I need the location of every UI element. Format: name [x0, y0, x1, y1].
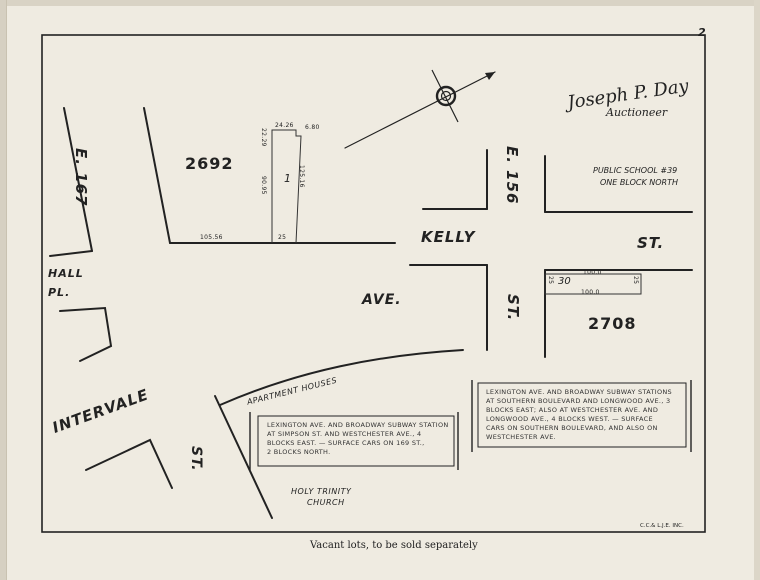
- transit-note-right-line: LEXINGTON AVE. AND BROADWAY SUBWAY STATI…: [486, 388, 672, 396]
- transit-box-right: [471, 380, 692, 452]
- block-number-left: 2692: [185, 154, 234, 173]
- lot-1-frontage: 105.56: [200, 234, 223, 241]
- transit-note-left-line: LEXINGTON AVE. AND BROADWAY SUBWAY STATI…: [267, 421, 449, 429]
- lot-30-dim-top: 100.0: [583, 269, 602, 276]
- transit-note-right-line: WESTCHESTER AVE.: [486, 433, 557, 441]
- intervale-north-curve: [219, 349, 464, 406]
- transit-note-right-line: AT SOUTHERN BOULEVARD AND LONGWOOD AVE.,…: [486, 397, 671, 405]
- lot-30-dim-left: 25: [547, 276, 554, 285]
- school-note-line1: PUBLIC SCHOOL #39: [593, 166, 678, 175]
- street-st-mid: ST.: [504, 294, 522, 322]
- auctioneer-title: Auctioneer: [606, 106, 668, 119]
- compass-arrow-line: [344, 71, 496, 149]
- lot-30-dim-right: 25: [632, 276, 639, 285]
- e167-east-line: [143, 107, 171, 244]
- lot-1-outline: [271, 129, 302, 244]
- street-e167: E. 167: [72, 148, 90, 207]
- school-note-line2: ONE BLOCK NORTH: [600, 178, 678, 187]
- transit-note-left-line: BLOCKS EAST. — SURFACE CARS ON 169 ST.,: [267, 439, 425, 447]
- page-number: 2: [698, 26, 707, 39]
- lot-1-number: 1: [284, 172, 291, 185]
- transit-note-left-line: AT SIMPSON ST. AND WESTCHESTER AVE., 4: [267, 430, 422, 438]
- intervale-south-block: [85, 438, 173, 489]
- page-top-edge: [0, 0, 760, 6]
- lot-1-dim-left: 90.95: [260, 176, 267, 195]
- st-bottom-line: [214, 395, 273, 519]
- binding-edge: [0, 0, 7, 580]
- e167-west-line: [63, 107, 93, 252]
- page-caption: Vacant lots, to be sold separately: [310, 540, 478, 551]
- lot-1-dim-top: 24.26: [275, 122, 294, 129]
- lot-30-dim-bottom: 100.0: [581, 289, 600, 296]
- church-line2: CHURCH: [307, 498, 345, 507]
- street-st-right: ST.: [637, 234, 665, 252]
- map-border: [41, 34, 706, 533]
- street-kelly: KELLY: [421, 228, 476, 246]
- street-ave: AVE.: [362, 292, 402, 308]
- hall-pl-south-block: [59, 306, 113, 362]
- publisher-mark: C.C.& L.J.E. INC.: [640, 523, 684, 529]
- transit-box-left: [249, 412, 459, 470]
- church-line1: HOLY TRINITY: [291, 487, 352, 496]
- lot-1-dim-right: 125.16: [298, 165, 305, 188]
- hall-pl-north-line: [49, 250, 93, 257]
- block-number-right: 2708: [588, 314, 637, 333]
- transit-note-right: LEXINGTON AVE. AND BROADWAY SUBWAY STATI…: [486, 388, 672, 442]
- lot-1-dim-top-right: 6.80: [305, 124, 320, 131]
- street-e156: E. 156: [503, 146, 521, 205]
- street-hall: HALL: [48, 267, 84, 280]
- transit-note-right-line: LONGWOOD AVE., 4 BLOCKS WEST. — SURFACE: [486, 415, 653, 423]
- transit-note-right-line: BLOCKS EAST; ALSO AT WESTCHESTER AVE. AN…: [486, 406, 659, 414]
- transit-note-left: LEXINGTON AVE. AND BROADWAY SUBWAY STATI…: [267, 421, 449, 457]
- street-st-bottom: ST.: [188, 446, 204, 472]
- lot-1-dim-left-top: 22.29: [260, 128, 267, 147]
- lot-30-outline: [544, 273, 642, 295]
- street-pl: PL.: [48, 286, 71, 299]
- transit-note-left-line: 2 BLOCKS NORTH.: [267, 448, 331, 456]
- transit-note-right-line: CARS ON SOUTHERN BOULEVARD, AND ALSO ON: [486, 424, 658, 432]
- page-right-edge: [754, 0, 760, 580]
- compass-rose: [431, 69, 495, 123]
- lot-30-number: 30: [558, 276, 571, 287]
- lot-1-dim-bottom: 25: [278, 234, 287, 241]
